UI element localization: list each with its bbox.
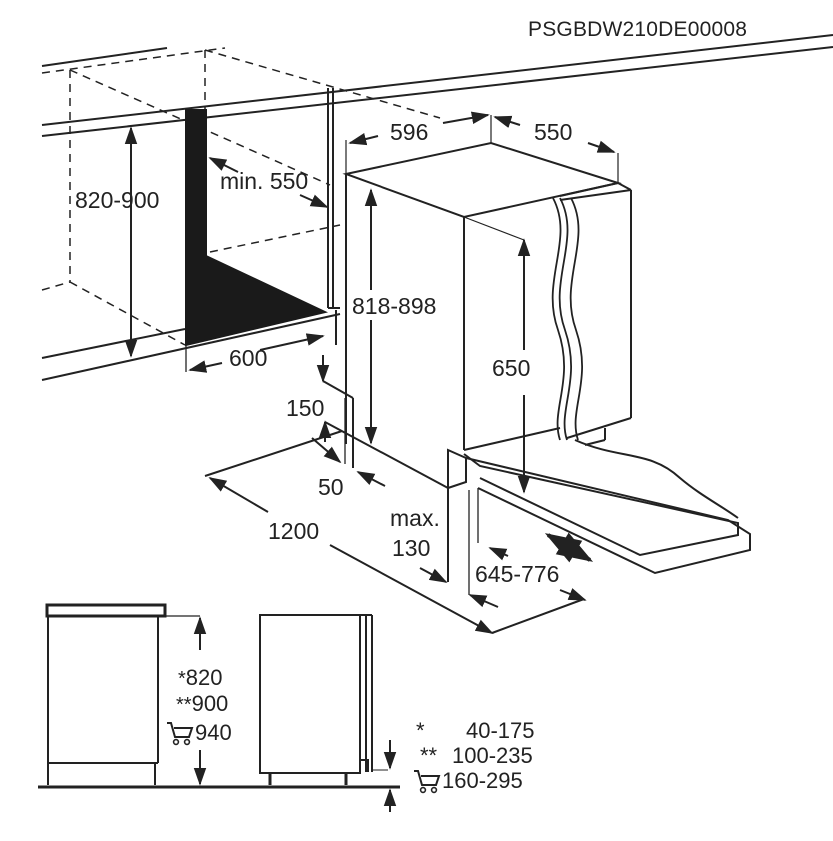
- niche-side-panel: [185, 109, 329, 347]
- plinth-range-cart: 160-295: [412, 768, 523, 796]
- label-plinth-offset: 50: [318, 474, 344, 500]
- dim-min550-b: [299, 194, 329, 208]
- plinth-range-double-star-marker: **: [420, 743, 438, 768]
- dishwasher-body: [342, 141, 632, 451]
- cart-icon: [414, 770, 441, 794]
- label-niche-width: 600: [229, 345, 268, 371]
- label-door-height: 650: [492, 355, 531, 381]
- label-appliance-width: 596: [390, 119, 429, 145]
- product-code: PSGBDW210DE00008: [528, 18, 748, 41]
- side-cabinet-strip: [327, 88, 340, 345]
- height-row-star: *820: [178, 665, 223, 690]
- door-panel-open: [463, 439, 751, 595]
- side-view-left: [38, 603, 400, 789]
- side-view-right: [259, 614, 397, 812]
- label-niche-height: 820-900: [75, 187, 160, 213]
- label-appliance-height: 818-898: [352, 293, 437, 319]
- label-door-opening: 645-776: [475, 561, 560, 587]
- plinth-range-star-marker: *: [416, 718, 425, 743]
- plinth-range-star: 40-175: [466, 718, 535, 743]
- label-plinth-max: max.: [390, 505, 440, 531]
- label-niche-depth-min: min. 550: [220, 168, 309, 194]
- plinth-range-double-star: 100-235: [452, 743, 533, 768]
- height-row-double-star: **900: [176, 691, 229, 716]
- cart-icon: [167, 722, 194, 746]
- label-appliance-depth: 550: [534, 119, 573, 145]
- worktop: [41, 34, 833, 381]
- label-plinth-max-value: 130: [392, 535, 431, 561]
- label-floor-clearance: 1200: [268, 518, 320, 544]
- height-row-cart: 940: [165, 720, 232, 748]
- label-plinth-height: 150: [286, 395, 325, 421]
- dim-min550-a: [208, 157, 239, 173]
